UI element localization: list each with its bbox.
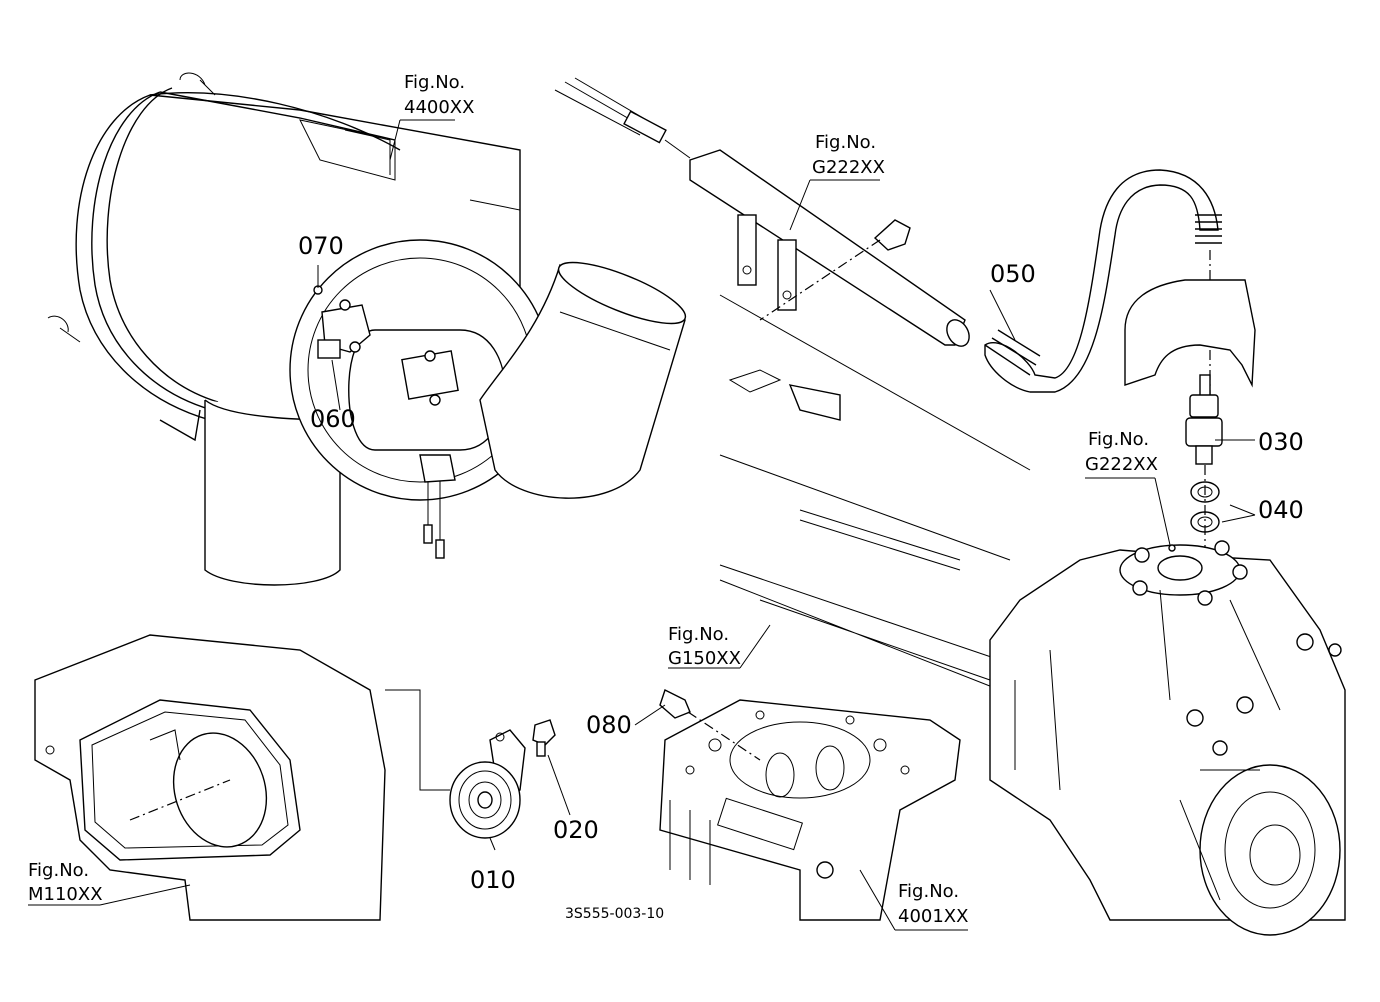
fig-ref-caption: Fig.No. [898,881,959,902]
transmission-drawing [719,294,1346,936]
engine-block-drawing [659,689,961,921]
fig-ref-number: M110XX [28,884,103,905]
horn-drawing [449,719,556,839]
callout-070: 070 [298,232,344,260]
fender-drawing [34,634,386,921]
fig-ref-number: G222XX [1085,454,1158,475]
callout-040: 040 [1258,496,1304,524]
harness-tube-drawing [554,77,1256,400]
fig-ref-caption: Fig.No. [815,132,876,153]
fig-ref-number: 4400XX [404,97,474,118]
callout-010: 010 [470,866,516,894]
callout-labels: 010 020 030 040 050 060 070 080 [298,232,1304,894]
drawing-code: 3S555-003-10 [565,906,664,922]
fig-ref-caption: Fig.No. [668,624,729,645]
fig-ref-number: G150XX [668,648,741,669]
callout-060: 060 [310,405,356,433]
fig-ref-caption: Fig.No. [28,860,89,881]
sensor-washer-drawing [1185,374,1223,560]
figure-ref-labels: Fig.No. 4400XX Fig.No. G222XX Fig.No. G2… [28,72,1158,927]
fig-ref-caption: Fig.No. [1088,429,1149,450]
callout-030: 030 [1258,428,1304,456]
leader-lines [28,119,1256,931]
fig-ref-caption: Fig.No. [404,72,465,93]
callout-020: 020 [553,816,599,844]
callout-080: 080 [586,711,632,739]
callout-050: 050 [990,260,1036,288]
air-cleaner-drawing [47,72,687,586]
fig-ref-number: G222XX [812,157,885,178]
fig-ref-number: 4001XX [898,906,968,927]
